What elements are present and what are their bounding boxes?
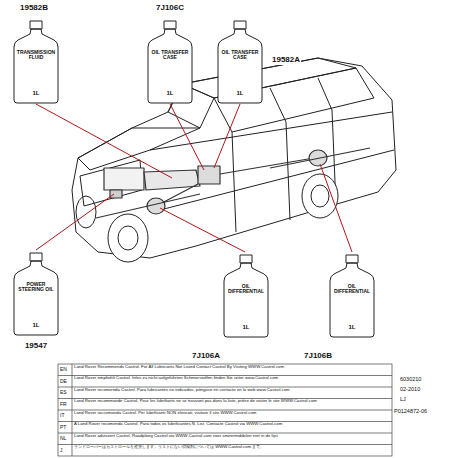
language-code: DE <box>60 379 67 385</box>
bottle-volume: 1L <box>150 90 190 96</box>
oil-bottle: POWER STEERING OIL 1L <box>12 252 60 336</box>
callout-number: 19582A <box>271 56 301 65</box>
table-note: Land Rover raccomanda Castrol. Per lubri… <box>74 411 390 416</box>
oil-bottle: OIL DIFFERENTIAL 1L <box>222 254 270 338</box>
table-note: Land Rover Recommends Castrol. For All L… <box>74 365 390 370</box>
document-code: LJ <box>400 396 406 402</box>
language-code: NL <box>60 436 66 442</box>
bottle-volume: 1L <box>16 90 56 96</box>
front-hub <box>118 226 138 250</box>
bottle-volume: 1L <box>332 324 372 330</box>
bottle-label: OIL DIFFERENTIAL <box>226 284 266 295</box>
language-code: IT <box>60 413 64 419</box>
oil-bottle: TRANSMISSION FLUID 1L <box>12 20 60 104</box>
leader-line <box>214 104 240 168</box>
language-code: ES <box>60 390 67 396</box>
bottle-label: POWER STEERING OIL <box>16 282 56 293</box>
language-code: FR <box>60 402 67 408</box>
document-code: P0124872-06 <box>394 408 427 414</box>
callout-number: 7J106C <box>155 4 185 13</box>
engine <box>104 168 144 190</box>
rear-wheel <box>302 174 338 218</box>
leader-line <box>36 194 114 250</box>
notes-table <box>58 364 392 456</box>
table-note: A Land Rover recomenda Castrol. Para tod… <box>74 422 390 427</box>
leader-line <box>320 164 352 252</box>
table-note: Land Rover recomienda Castrol. Para lubr… <box>74 388 390 393</box>
language-code: J <box>60 448 63 454</box>
vehicle-roof <box>182 58 356 98</box>
oil-bottle: OIL TRANSFER CASE 1L <box>216 20 264 104</box>
leader-line <box>36 104 172 178</box>
callout-number: 7J106A <box>191 352 221 361</box>
bonnet <box>78 128 200 170</box>
oil-bottle: OIL TRANSFER CASE 1L <box>146 20 194 104</box>
steering-pump <box>110 190 122 198</box>
propshaft <box>160 158 314 204</box>
table-rows <box>58 376 392 445</box>
bottle-volume: 1L <box>16 322 56 328</box>
transfer-case <box>198 166 220 184</box>
bottle-label: OIL TRANSFER CASE <box>150 50 190 61</box>
bottle-label: TRANSMISSION FLUID <box>16 50 56 61</box>
bottle-volume: 1L <box>220 90 260 96</box>
table-note: Land Rover adviseert Castrol. Raadpleeg … <box>74 434 390 439</box>
bottle-label: OIL DIFFERENTIAL <box>332 284 372 295</box>
side-line <box>150 112 394 210</box>
callout-number: 19582B <box>19 4 49 13</box>
document-code: 02-2010 <box>400 386 420 392</box>
table-note: ランドローバーはカストロールを推奨します。リストにない潤滑剤については WWW.… <box>74 445 390 450</box>
language-code: PT <box>60 425 66 431</box>
table-note: Land Rover recommande Castrol. Pour les … <box>74 399 390 404</box>
document-code: 6030210 <box>400 376 421 382</box>
table-note: Land Rover empfiehlt Castrol. Infos zu n… <box>74 376 390 381</box>
bottle-label: OIL TRANSFER CASE <box>220 50 260 61</box>
callout-number: 19547 <box>24 342 48 351</box>
far-front-wheel <box>76 196 96 228</box>
leader-line <box>160 208 245 252</box>
leader-line <box>170 104 204 170</box>
callout-number: 7J106B <box>303 352 333 361</box>
oil-bottle: OIL DIFFERENTIAL 1L <box>328 254 376 338</box>
language-code: EN <box>60 367 67 373</box>
front-wheel <box>108 214 148 262</box>
bottle-volume: 1L <box>226 324 266 330</box>
rear-hub <box>311 185 329 207</box>
